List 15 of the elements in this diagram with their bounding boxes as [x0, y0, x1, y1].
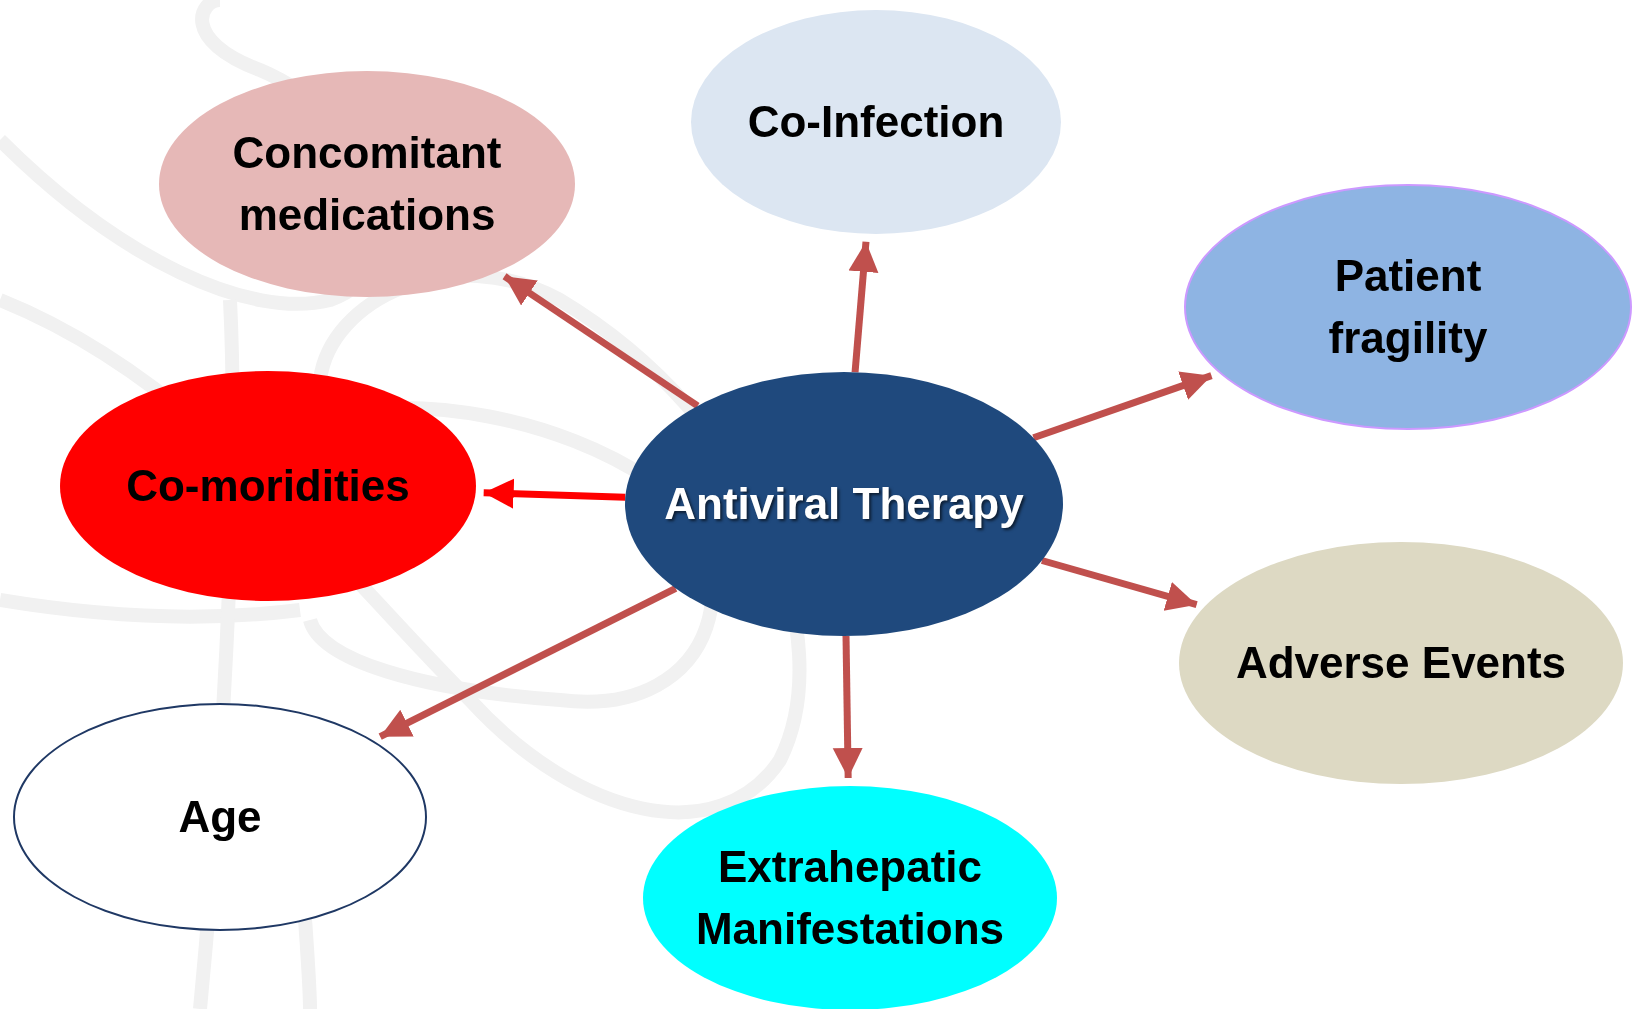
arrow — [832, 635, 863, 779]
arrow — [483, 478, 626, 509]
node-label: Age — [178, 791, 262, 844]
arrow — [378, 585, 678, 740]
node-label: Concomitant medications — [231, 127, 503, 241]
arrow — [1040, 557, 1198, 611]
node-label: Patient fragility — [1327, 250, 1489, 364]
node-label: Co-Infection — [747, 96, 1005, 149]
node-label: Adverse Events — [1235, 637, 1567, 690]
node-label: Co-moridities — [126, 460, 410, 513]
arrow — [848, 241, 879, 373]
arrow — [502, 273, 700, 409]
node-label: Extrahepatic Manifestations — [694, 841, 1005, 955]
arrow — [1032, 371, 1213, 442]
node-label: Antiviral Therapy — [664, 478, 1024, 531]
